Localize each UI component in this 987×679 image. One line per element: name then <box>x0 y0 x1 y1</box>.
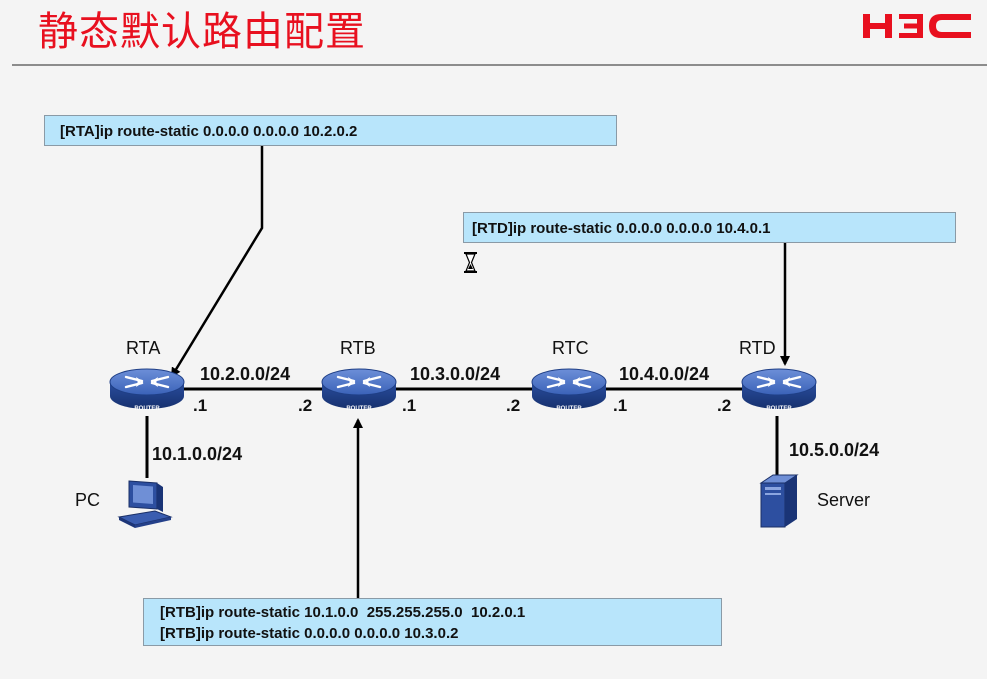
router-icon: ROUTER <box>320 367 398 412</box>
rtb-config-box: [RTB]ip route-static 10.1.0.0 255.255.25… <box>143 598 722 646</box>
router-icon: ROUTER <box>530 367 608 412</box>
router-label-rtc: RTC <box>552 338 589 358</box>
rta-config-line: [RTA]ip route-static 0.0.0.0 0.0.0.0 10.… <box>60 123 358 140</box>
network-label: 10.5.0.0/24 <box>789 440 880 460</box>
rtb-config-line-1: [RTB]ip route-static 10.1.0.0 255.255.25… <box>160 604 526 621</box>
title-divider <box>12 64 987 66</box>
router-label-rtb: RTB <box>340 338 376 358</box>
port-label: .2 <box>298 396 313 415</box>
rtd-config-box: [RTD]ip route-static 0.0.0.0 0.0.0.0 10.… <box>463 212 956 243</box>
router-badge: ROUTER <box>766 406 792 412</box>
hourglass-icon <box>464 252 477 273</box>
rtd-config-line: [RTD]ip route-static 0.0.0.0 0.0.0.0 10.… <box>472 220 771 237</box>
network-label: 10.4.0.0/24 <box>619 364 710 384</box>
network-label: 10.2.0.0/24 <box>200 364 291 384</box>
port-label: .2 <box>506 396 521 415</box>
router-icon: ROUTER <box>108 367 186 412</box>
server-label: Server <box>817 490 871 510</box>
port-label: .1 <box>613 396 628 415</box>
port-label: .1 <box>402 396 417 415</box>
port-label: .1 <box>193 396 208 415</box>
network-label: 10.1.0.0/24 <box>152 444 243 464</box>
page-title: 静态默认路由配置 <box>38 9 366 55</box>
router-icon: ROUTER <box>740 367 818 412</box>
port-label: .2 <box>717 396 732 415</box>
server-icon <box>759 474 799 528</box>
h3c-logo <box>863 14 971 38</box>
router-label-rtd: RTD <box>739 338 776 358</box>
router-badge: ROUTER <box>134 406 160 412</box>
pc-icon <box>117 480 173 528</box>
rtb-config-line-2: [RTB]ip route-static 0.0.0.0 0.0.0.0 10.… <box>160 625 459 642</box>
rta-config-box: [RTA]ip route-static 0.0.0.0 0.0.0.0 10.… <box>44 115 617 146</box>
pc-label: PC <box>75 490 101 510</box>
router-badge: ROUTER <box>346 406 372 412</box>
network-label: 10.3.0.0/24 <box>410 364 501 384</box>
router-badge: ROUTER <box>556 406 582 412</box>
router-label-rta: RTA <box>126 338 161 358</box>
rta-config-arrow <box>170 146 264 378</box>
